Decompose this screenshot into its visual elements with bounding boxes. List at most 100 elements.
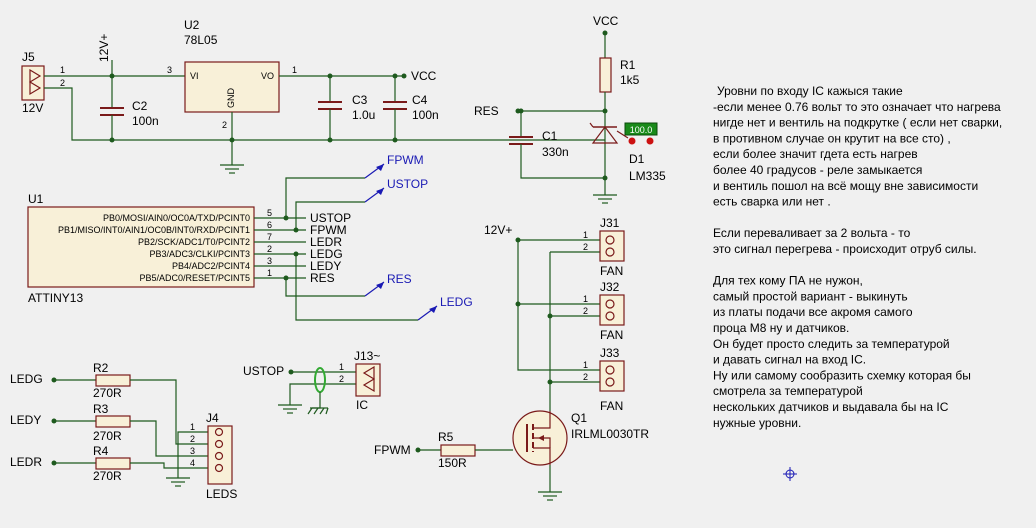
j4-connector[interactable]: J4 LEDS 1 2 3 4	[190, 411, 237, 501]
u1-pin-label: PB3/ADC3/CLKI/PCINT3	[149, 249, 250, 259]
junction	[602, 175, 608, 181]
u1-net-label: USTOP	[310, 211, 351, 225]
vcc-terminal-dot	[401, 73, 407, 79]
wire-j13-gnd	[289, 383, 356, 405]
u1-pin-number: 5	[267, 208, 272, 218]
readout-display	[624, 122, 658, 136]
q1-ref: Q1	[571, 411, 587, 425]
junction	[293, 251, 299, 257]
junction	[547, 313, 553, 319]
c4-value: 100n	[412, 108, 439, 122]
fan-pin	[605, 299, 615, 309]
note-line: из платы подачи все акромя самого	[713, 305, 913, 319]
d1-lm335-sensor[interactable]: D1 LM335	[589, 122, 666, 183]
d1-ref: D1	[629, 152, 645, 166]
note-line: смотрела за температурой	[713, 384, 863, 398]
c4-capacitor[interactable]: C4 100n	[383, 76, 439, 140]
j4-pin	[214, 451, 224, 461]
note-line: нужные уровни.	[713, 416, 801, 430]
readout-increment-button[interactable]	[646, 137, 654, 145]
junction	[293, 227, 299, 233]
r4-ref: R4	[93, 444, 109, 458]
c1-capacitor[interactable]: C1 330n	[509, 111, 605, 179]
u1-net-label: LEDR	[310, 235, 342, 249]
u1-body	[27, 206, 255, 288]
u1-microcontroller[interactable]: U1 ATTINY13 PB0/MOSI/AIN0/OC0A/TXD/PCINT…	[27, 192, 255, 305]
r5-body	[440, 444, 476, 457]
junction	[327, 137, 333, 143]
j4-pin	[214, 439, 224, 449]
junction	[602, 108, 608, 114]
flag-ustop[interactable]: USTOP	[364, 177, 428, 203]
junction	[327, 73, 333, 79]
c3-capacitor[interactable]: C3 1.0u	[318, 76, 375, 140]
note-line: нигде нет и вентиль на подкрутке ( если …	[713, 116, 1002, 130]
flag-ledg[interactable]: LEDG	[417, 295, 473, 321]
wire-r3-out	[130, 420, 208, 457]
res-label: RES	[474, 104, 499, 118]
ledy-label: LEDY	[10, 413, 41, 427]
c4-ref: C4	[412, 93, 428, 107]
u2-pin1-num: 1	[292, 65, 297, 75]
flag-res-label: RES	[387, 272, 412, 286]
j13-connector[interactable]: J13~ IC 1 2	[339, 349, 381, 412]
ground-symbol	[538, 491, 562, 501]
c2-capacitor[interactable]: C2 100n	[100, 76, 159, 140]
led-g-branch[interactable]: LEDG R2 270R	[10, 361, 208, 445]
fan-ref: J31	[600, 216, 620, 230]
flag-fpwm[interactable]: FPWM	[364, 153, 424, 179]
junction	[283, 215, 289, 221]
j13-pin1-num: 1	[339, 362, 344, 372]
fan-connector-j31[interactable]: J31 FAN 1 2	[583, 216, 625, 278]
led-y-branch[interactable]: LEDY R3 270R	[10, 402, 208, 457]
ledg-label: LEDG	[10, 372, 43, 386]
readout-decrement-button[interactable]	[628, 137, 636, 145]
junction	[392, 73, 398, 79]
j13-pin1-arrow	[362, 365, 375, 381]
vcc-top-label: VCC	[593, 14, 619, 28]
j5-connector[interactable]: J5 12V 1 2	[21, 50, 65, 115]
crosshair-marker-icon[interactable]	[783, 467, 797, 481]
note-line: Уровни по входу IC кажыся такие	[717, 84, 903, 98]
junction	[392, 137, 398, 143]
j4-ref: J4	[206, 411, 219, 425]
j5-value: 12V	[22, 101, 43, 115]
fan-label: FAN	[600, 328, 623, 342]
r3-ref: R3	[93, 402, 109, 416]
u2-gnd-label: GND	[226, 88, 236, 109]
r5-value: 150R	[438, 456, 467, 470]
fan-ref: J33	[600, 346, 620, 360]
note-line: Если переваливает за 2 вольта - то	[713, 226, 911, 240]
q1-arrow	[538, 435, 544, 441]
fan-label: FAN	[600, 264, 623, 278]
fan-pin	[605, 377, 615, 387]
fan-ref: J32	[600, 280, 620, 294]
flag-res[interactable]: RES	[364, 272, 412, 297]
j4-pin-num: 4	[190, 458, 195, 468]
fan-pin	[605, 365, 615, 375]
fan-body	[599, 294, 625, 326]
d1-temperature-readout[interactable]: 100.0	[624, 122, 658, 145]
u1-pin-label: PB5/ADC0/RESET/PCINT5	[139, 273, 250, 283]
d1-zener-triangle	[591, 126, 619, 144]
r5-resistor[interactable]: R5 150R	[438, 430, 476, 470]
j5-pin2-num: 2	[60, 78, 65, 88]
fan-connector-j33[interactable]: J33 1 2 FAN	[583, 346, 625, 413]
ground-symbol	[278, 404, 302, 414]
q1-mosfet[interactable]: Q1 IRLML0030TR	[512, 410, 649, 466]
u2-regulator[interactable]: U2 78L05 VI VO GND 3 1 2	[167, 18, 297, 130]
r1-resistor[interactable]: R1 1k5	[599, 57, 640, 93]
junction	[283, 275, 289, 281]
r2-value: 270R	[93, 386, 122, 400]
u1-net-label: LEDG	[310, 247, 343, 261]
fan-connector-j32[interactable]: J32 1 2 FAN	[583, 280, 625, 342]
j13-pin2-arrow	[362, 377, 375, 393]
j4-pin-num: 1	[190, 422, 195, 432]
fan-pin-num: 1	[583, 230, 588, 240]
fan-pin-num: 2	[583, 372, 588, 382]
led-r-branch[interactable]: LEDR R4 270R	[10, 444, 208, 483]
u1-value: ATTINY13	[28, 291, 83, 305]
j5-ref: J5	[22, 50, 35, 64]
